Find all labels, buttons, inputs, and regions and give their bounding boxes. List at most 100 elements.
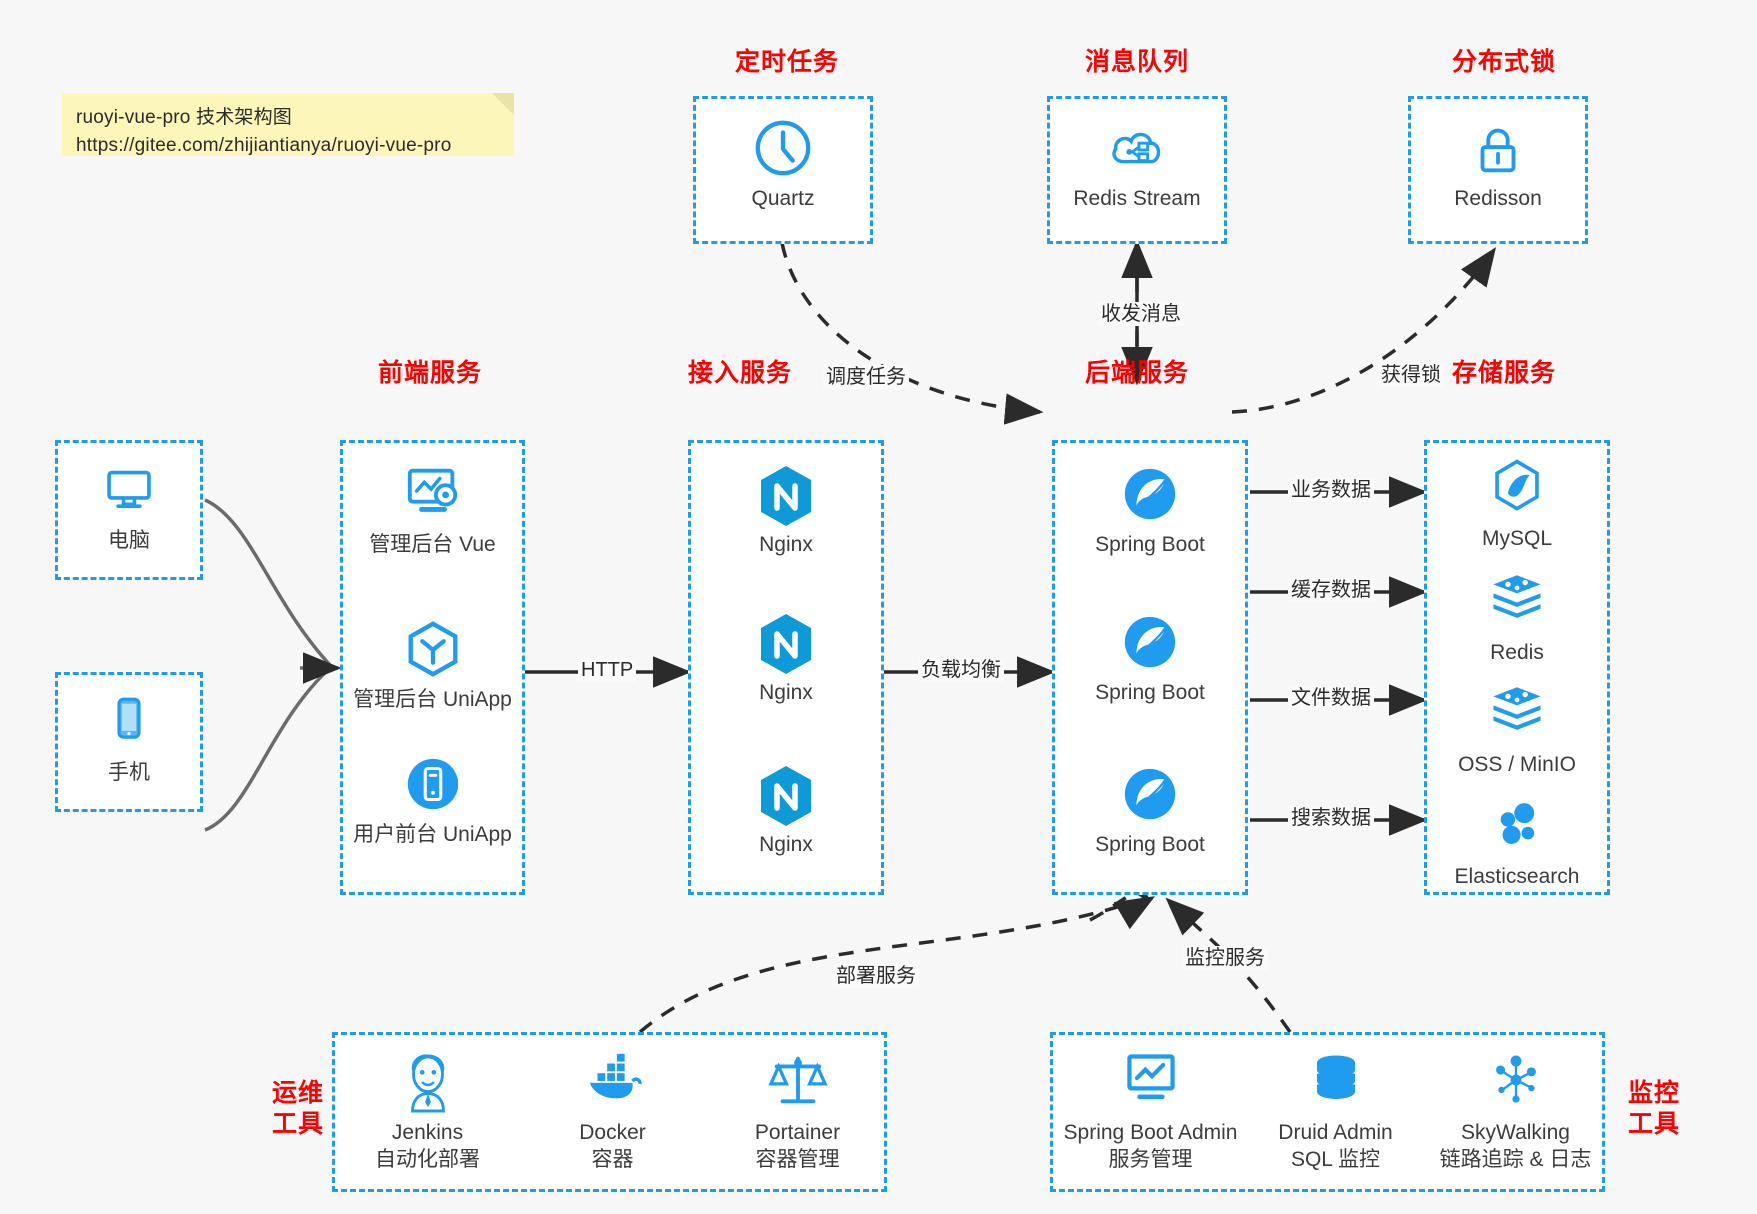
node-spring-boot-1[interactable]: Spring Boot	[1055, 463, 1245, 558]
group-box-mq: Redis Stream	[1047, 96, 1227, 244]
node-sublabel: 服务管理	[1108, 1148, 1193, 1172]
redis-stack-icon	[1427, 683, 1607, 745]
node-label: Nginx	[759, 533, 813, 556]
clock-icon	[696, 117, 870, 179]
node-sublabel: 链路追踪 & 日志	[1439, 1148, 1592, 1172]
node-label: Redis	[1490, 641, 1544, 664]
group-title-scheduler: 定时任务	[735, 48, 840, 76]
edge-label-monitor-service: 监控服务	[1182, 946, 1268, 970]
group-box-scheduler: Quartz	[693, 96, 873, 244]
monitoring-title-line1: 监控	[1627, 1079, 1680, 1107]
node-user-uniapp[interactable]: 用户前台 UniApp	[343, 753, 522, 848]
node-label: 管理后台 Vue	[369, 533, 496, 556]
skywalking-node-icon	[1423, 1051, 1608, 1113]
lock-icon	[1411, 117, 1585, 179]
node-label: Quartz	[751, 187, 815, 210]
node-sublabel: SQL 监控	[1290, 1148, 1381, 1172]
node-nginx-2[interactable]: Nginx	[691, 611, 881, 706]
node-label: Portainer	[754, 1121, 841, 1144]
group-title-mq: 消息队列	[1085, 48, 1190, 76]
group-title-gateway: 接入服务	[688, 359, 793, 387]
node-nginx-1[interactable]: Nginx	[691, 463, 881, 558]
node-label: 电脑	[108, 529, 150, 552]
group-box-backend: Spring Boot Spring Boot Spring Boot	[1052, 440, 1248, 895]
note-line-title: ruoyi-vue-pro 技术架构图	[76, 107, 293, 128]
dashboard-gear-icon	[343, 463, 522, 525]
node-quartz[interactable]: Quartz	[696, 117, 870, 212]
node-spring-boot-3[interactable]: Spring Boot	[1055, 763, 1245, 858]
node-label: Elasticsearch	[1454, 865, 1580, 888]
jenkins-butler-icon	[335, 1051, 520, 1113]
node-label: 用户前台 UniApp	[353, 823, 512, 846]
edge-label-cache-data: 缓存数据	[1288, 578, 1374, 602]
edge-label-acquire-lock: 获得锁	[1378, 363, 1444, 387]
edge-label-file-data: 文件数据	[1288, 686, 1374, 710]
group-box-storage: MySQL Redis	[1424, 440, 1610, 895]
group-box-frontend: 管理后台 Vue 管理后台 UniApp 用户前台 UniApp	[340, 440, 525, 895]
node-label: Nginx	[759, 833, 813, 856]
phone-icon	[58, 691, 200, 753]
node-redis[interactable]: Redis	[1427, 571, 1607, 666]
group-box-client-phone: 手机	[55, 672, 203, 812]
node-redis-stream[interactable]: Redis Stream	[1050, 117, 1224, 212]
node-spring-boot-admin[interactable]: Spring Boot Admin 服务管理	[1053, 1051, 1248, 1174]
node-jenkins[interactable]: Jenkins 自动化部署	[335, 1051, 520, 1174]
node-nginx-3[interactable]: Nginx	[691, 763, 881, 858]
node-label: Docker	[579, 1121, 646, 1144]
group-box-lock: Redisson	[1408, 96, 1588, 244]
devops-title-line1: 运维	[271, 1079, 324, 1107]
cloud-stream-icon	[1050, 117, 1224, 179]
node-desktop[interactable]: 电脑	[58, 459, 200, 554]
node-label: SkyWalking	[1461, 1121, 1570, 1144]
spring-leaf-icon	[1055, 763, 1245, 825]
portainer-scale-icon	[705, 1051, 890, 1113]
docker-whale-icon	[520, 1051, 705, 1113]
node-admin-vue[interactable]: 管理后台 Vue	[343, 463, 522, 558]
elasticsearch-icon	[1427, 795, 1607, 857]
node-label: OSS / MinIO	[1458, 753, 1576, 776]
group-box-devops: Jenkins 自动化部署 Docker 容器	[332, 1032, 887, 1192]
edge-label-http: HTTP	[578, 658, 637, 682]
edge-label-schedule-task: 调度任务	[823, 365, 909, 389]
edge-label-deploy-service: 部署服务	[833, 964, 919, 988]
node-oss-minio[interactable]: OSS / MinIO	[1427, 683, 1607, 778]
node-druid-admin[interactable]: Druid Admin SQL 监控	[1248, 1051, 1423, 1174]
spring-leaf-icon	[1055, 611, 1245, 673]
uniapp-hex-icon	[343, 618, 522, 680]
devops-title-line2: 工具	[271, 1110, 324, 1139]
nginx-icon	[691, 463, 881, 526]
node-portainer[interactable]: Portainer 容器管理	[705, 1051, 890, 1174]
note-line-url: https://gitee.com/zhijiantianya/ruoyi-vu…	[76, 134, 452, 156]
node-mysql[interactable]: MySQL	[1427, 457, 1607, 552]
group-title-backend: 后端服务	[1085, 359, 1190, 387]
node-label: Spring Boot	[1095, 533, 1205, 556]
desktop-icon	[58, 459, 200, 521]
node-elasticsearch[interactable]: Elasticsearch	[1427, 795, 1607, 890]
edge-label-load-balance: 负载均衡	[918, 658, 1004, 682]
node-skywalking[interactable]: SkyWalking 链路追踪 & 日志	[1423, 1051, 1608, 1174]
node-spring-boot-2[interactable]: Spring Boot	[1055, 611, 1245, 706]
group-title-storage: 存储服务	[1452, 359, 1557, 387]
node-redisson[interactable]: Redisson	[1411, 117, 1585, 212]
node-docker[interactable]: Docker 容器	[520, 1051, 705, 1174]
spring-leaf-icon	[1055, 463, 1245, 525]
edge-label-send-receive-msg: 收发消息	[1098, 302, 1184, 326]
node-admin-uniapp[interactable]: 管理后台 UniApp	[343, 618, 522, 713]
node-phone[interactable]: 手机	[58, 691, 200, 786]
database-icon	[1248, 1051, 1423, 1113]
note-fold-corner	[492, 93, 514, 115]
nginx-icon	[691, 763, 881, 826]
mysql-dolphin-icon	[1427, 457, 1607, 519]
node-label: Spring Boot	[1095, 833, 1205, 856]
node-label: Redisson	[1454, 187, 1542, 210]
group-title-lock: 分布式锁	[1452, 48, 1557, 76]
redis-stack-icon	[1427, 571, 1607, 633]
node-sublabel: 容器	[591, 1148, 634, 1172]
group-box-gateway: Nginx Nginx Nginx	[688, 440, 884, 895]
group-box-monitoring: Spring Boot Admin 服务管理 Druid Admin SQL 监…	[1050, 1032, 1605, 1192]
group-box-client-desktop: 电脑	[55, 440, 203, 580]
edge-label-business-data: 业务数据	[1288, 478, 1374, 502]
node-label: 手机	[108, 761, 150, 784]
node-label: MySQL	[1481, 527, 1552, 550]
node-sublabel: 容器管理	[755, 1148, 840, 1172]
